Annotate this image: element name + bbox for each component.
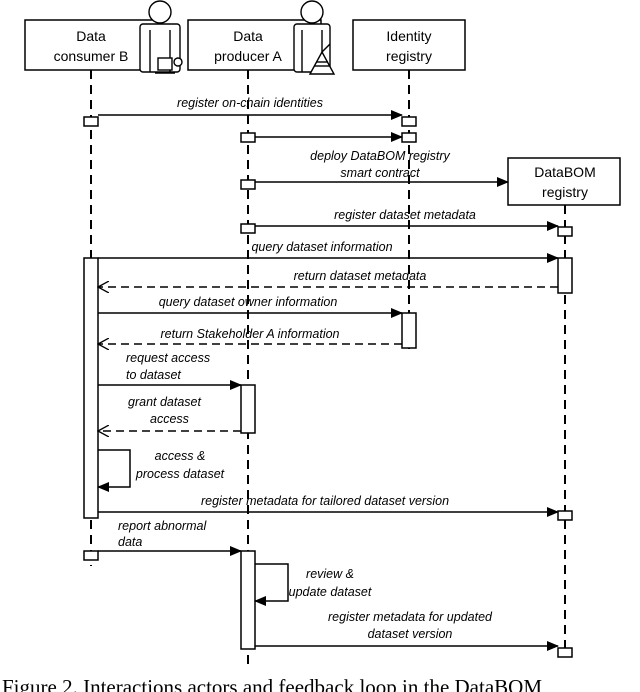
message-register-identities: register on-chain identities (98, 96, 403, 142)
consumer-person-icon (139, 0, 183, 74)
message-query-info: query dataset information (98, 240, 559, 263)
activation-databom-tailored (557, 510, 573, 521)
msg-deploy-contract-line2: smart contract (340, 166, 420, 180)
msg-report-abnormal-line2: data (118, 535, 142, 549)
message-access-process: access & process dataset (97, 449, 225, 492)
message-deploy-contract: deploy DataBOM registry smart contract (255, 149, 509, 187)
participant-identity-registry: Identity registry (352, 19, 466, 71)
activation-consumer-report (83, 550, 99, 561)
msg-register-tailored-label: register metadata for tailored dataset v… (201, 494, 449, 508)
figure-caption: Figure 2. Interactions actors and feedba… (2, 675, 542, 692)
msg-query-info-label: query dataset information (251, 240, 392, 254)
participant-producer-line1: Data (233, 28, 263, 44)
message-report-abnormal: report abnormal data (98, 519, 242, 556)
activations (83, 116, 573, 658)
participant-identity-line1: Identity (386, 28, 431, 44)
producer-person-icon (293, 0, 336, 75)
participant-producer-line2: producer A (214, 48, 282, 64)
msg-register-metadata-label: register dataset metadata (334, 208, 476, 222)
activation-producer-grant (240, 384, 256, 434)
msg-request-access-line1: request access (126, 351, 210, 365)
msg-query-owner-label: query dataset owner information (159, 295, 338, 309)
msg-request-access-line2: to dataset (126, 368, 181, 382)
activation-producer-review (240, 550, 256, 650)
msg-access-process-line1: access & (155, 449, 206, 463)
message-register-metadata: register dataset metadata (255, 208, 559, 231)
activation-producer-deploy (240, 179, 256, 190)
activation-identity-2 (401, 132, 417, 143)
activation-consumer-main (83, 257, 99, 519)
participant-databom-line1: DataBOM (534, 164, 595, 180)
activation-identity-1 (401, 116, 417, 127)
activation-databom-updated (557, 647, 573, 658)
message-return-stakeholder: return Stakeholder A information (98, 327, 402, 344)
msg-deploy-contract-line1: deploy DataBOM registry (310, 149, 450, 163)
msg-grant-access-line2: access (150, 412, 189, 426)
msg-register-updated-line2: dataset version (368, 627, 453, 641)
message-register-updated: register metadata for updated dataset ve… (255, 610, 559, 651)
activation-producer-identities (240, 132, 256, 143)
message-query-owner: query dataset owner information (98, 295, 403, 318)
activation-databom-register (557, 226, 573, 237)
msg-report-abnormal-line1: report abnormal (118, 519, 207, 533)
msg-return-stakeholder-label: return Stakeholder A information (160, 327, 339, 341)
participant-databom-line2: registry (542, 184, 588, 200)
participant-consumer-line1: Data (76, 28, 106, 44)
msg-return-metadata-label: return dataset metadata (294, 269, 427, 283)
message-register-tailored: register metadata for tailored dataset v… (98, 494, 559, 517)
participant-data-consumer-b: Data consumer B (24, 19, 159, 71)
activation-identity-query (401, 312, 417, 349)
msg-register-updated-line1: register metadata for updated (328, 610, 493, 624)
message-return-metadata: return dataset metadata (98, 269, 558, 287)
msg-review-update-line1: review & (306, 567, 354, 581)
activation-producer-register (240, 223, 256, 234)
activation-consumer-identities (83, 116, 99, 127)
msg-review-update-line2: update dataset (289, 585, 372, 599)
message-review-update: review & update dataset (254, 563, 372, 606)
msg-grant-access-line1: grant dataset (128, 395, 201, 409)
participant-identity-line2: registry (386, 48, 432, 64)
participant-consumer-line2: consumer B (54, 48, 129, 64)
msg-access-process-line2: process dataset (135, 467, 225, 481)
message-grant-access: grant dataset access (98, 395, 241, 431)
msg-register-identities-label: register on-chain identities (177, 96, 323, 110)
message-request-access: request access to dataset (98, 351, 242, 390)
activation-databom-query (557, 257, 573, 294)
participant-databom-registry: DataBOM registry (507, 157, 621, 206)
